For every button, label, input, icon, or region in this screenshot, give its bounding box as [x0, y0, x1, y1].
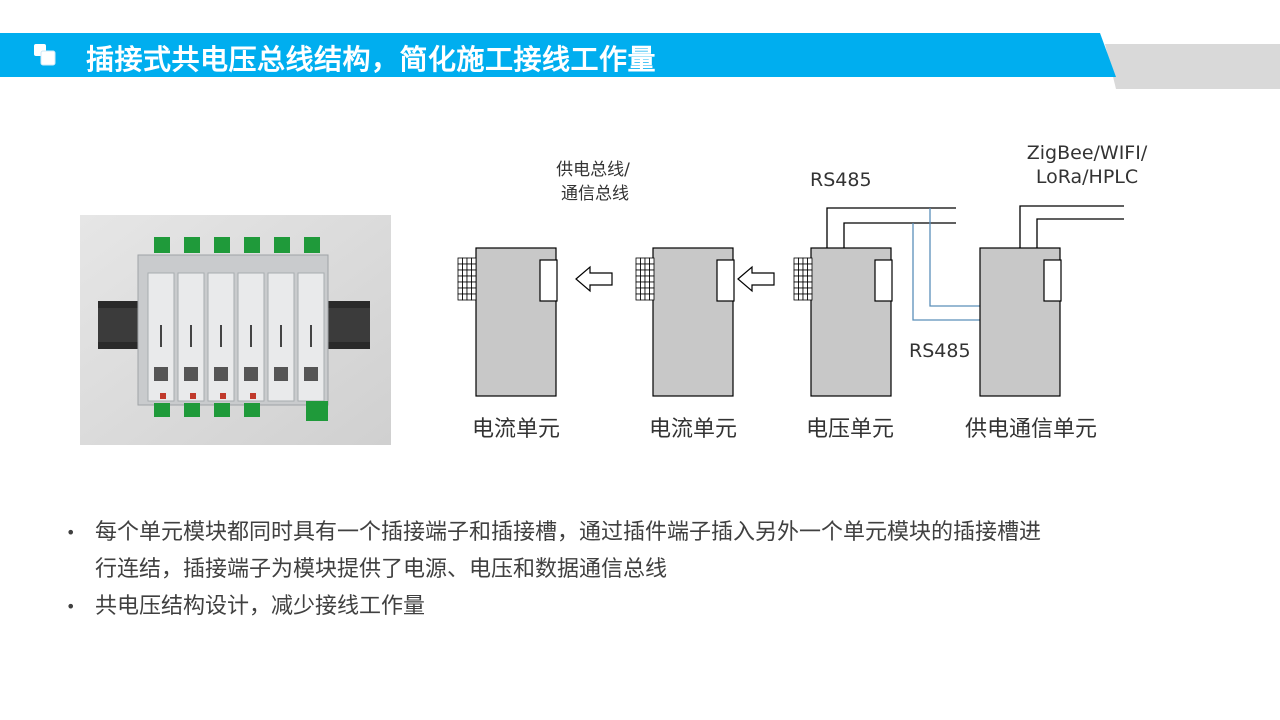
rs485-top-label: RS485 — [810, 169, 872, 191]
rs485-mid-label: RS485 — [909, 340, 971, 362]
arrow-left-1 — [575, 265, 613, 293]
bullet-line: 共电压结构设计，减少接线工作量 — [95, 594, 426, 619]
arrow-left-2 — [737, 265, 775, 293]
rs485-top-line-1 — [826, 207, 956, 248]
product-photo — [80, 215, 391, 445]
wireless-label-line2: LoRa/HPLC — [1036, 166, 1138, 188]
connector-grid-icon — [635, 257, 655, 301]
unit-label-current-2: 电流单元 — [649, 417, 737, 442]
unit-box-current-1 — [475, 247, 558, 397]
connector-grid-icon — [457, 257, 477, 301]
bullet-item: • 共电压结构设计，减少接线工作量 — [64, 588, 1164, 625]
banner-grey-tab — [1105, 44, 1280, 89]
bullet-dot-icon: • — [66, 597, 76, 616]
rs485-link-2 — [912, 223, 980, 321]
banner-blue-bar — [0, 33, 1116, 77]
unit-box-power-comm — [979, 247, 1062, 397]
bullet-item: • 每个单元模块都同时具有一个插接端子和插接槽，通过插件端子插入另外一个单元模块… — [64, 514, 1164, 588]
rs485-top-line-2 — [843, 222, 956, 248]
bus-label-line1: 供电总线/ — [556, 160, 630, 180]
wireless-line-2 — [1036, 218, 1124, 248]
unit-label-current-1: 电流单元 — [472, 417, 560, 442]
unit-label-power-comm: 供电通信单元 — [965, 417, 1097, 442]
unit-box-voltage — [810, 247, 893, 397]
unit-box-current-2 — [652, 247, 735, 397]
bullet-line: 行连结，插接端子为模块提供了电源、电压和数据通信总线 — [95, 557, 668, 582]
wireless-label-line1: ZigBee/WIFI/ — [1027, 142, 1148, 164]
bus-diagram: 供电总线/ 通信总线 RS485 RS485 ZigBee/WIFI/ LoRa… — [440, 130, 1160, 460]
unit-label-voltage: 电压单元 — [806, 417, 894, 442]
wireless-line-1 — [1019, 205, 1124, 248]
title-banner — [0, 33, 1280, 89]
bus-label-line2: 通信总线 — [561, 184, 629, 204]
connector-grid-icon — [793, 257, 813, 301]
page-title: 插接式共电压总线结构，简化施工接线工作量 — [86, 43, 657, 76]
bullet-dot-icon: • — [66, 523, 76, 542]
rs485-link-1 — [929, 208, 980, 307]
bullet-list: • 每个单元模块都同时具有一个插接端子和插接槽，通过插件端子插入另外一个单元模块… — [64, 514, 1164, 625]
bullet-line: 每个单元模块都同时具有一个插接端子和插接槽，通过插件端子插入另外一个单元模块的插… — [95, 520, 1042, 545]
logo-icon — [33, 42, 57, 66]
